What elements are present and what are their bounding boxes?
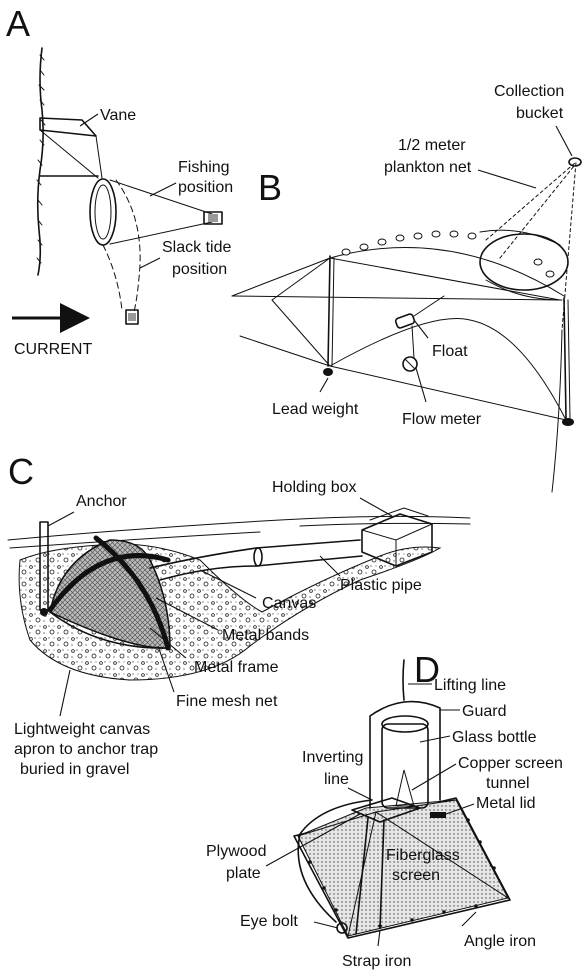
- label-slack-tide-1: Slack tide: [162, 239, 231, 256]
- label-inverting-line-1: Inverting: [302, 749, 363, 766]
- label-angle-iron: Angle iron: [464, 933, 536, 950]
- label-canvas: Canvas: [262, 595, 316, 612]
- lifting-line: [403, 660, 404, 700]
- label-copper-screen-2: tunnel: [486, 775, 530, 792]
- label-plywood-plate-2: plate: [226, 865, 261, 882]
- label-copper-screen-1: Copper screen: [458, 755, 563, 772]
- flow-meter-device: [403, 357, 417, 371]
- label-apron-1: Lightweight canvas: [14, 721, 150, 738]
- panel-letter-b: B: [258, 167, 282, 208]
- label-slack-tide-2: position: [172, 261, 227, 278]
- guard-frame: [370, 702, 440, 808]
- label-guard: Guard: [462, 703, 506, 720]
- label-eye-bolt: Eye bolt: [240, 913, 298, 930]
- label-fine-mesh-net: Fine mesh net: [176, 693, 278, 710]
- left-frame-pole: [328, 256, 330, 366]
- collection-bucket: [569, 158, 581, 166]
- panel-letter-c: C: [8, 451, 34, 492]
- label-glass-bottle: Glass bottle: [452, 729, 537, 746]
- label-inverting-line-2: line: [324, 771, 349, 788]
- panel-a: A Vane Fishing position Slack tide posit…: [6, 3, 233, 358]
- label-current: CURRENT: [14, 341, 92, 358]
- label-collection-bucket-2: bucket: [516, 105, 564, 122]
- plastic-pipe: [256, 540, 362, 566]
- fishing-net-ring: [90, 179, 116, 245]
- lead-weight-left: [323, 368, 333, 376]
- slack-tide-net: [103, 180, 140, 312]
- panel-b: B: [232, 83, 581, 492]
- label-fiberglass-2: screen: [392, 867, 440, 884]
- label-holding-box: Holding box: [272, 479, 357, 496]
- label-metal-lid: Metal lid: [476, 795, 536, 812]
- label-plankton-net-1: 1/2 meter: [398, 137, 466, 154]
- label-plastic-pipe: Plastic pipe: [340, 577, 422, 594]
- label-apron-3: buried in gravel: [20, 761, 129, 778]
- label-fishing-position-1: Fishing: [178, 159, 230, 176]
- right-frame-pole: [564, 298, 566, 418]
- label-anchor: Anchor: [76, 493, 127, 510]
- label-float: Float: [432, 343, 468, 360]
- label-metal-bands: Metal bands: [222, 627, 309, 644]
- label-collection-bucket-1: Collection: [494, 83, 564, 100]
- label-metal-frame: Metal frame: [194, 659, 279, 676]
- glass-bottle: [382, 724, 428, 808]
- label-lifting-line: Lifting line: [434, 677, 506, 694]
- water-surface: [8, 516, 470, 540]
- plankton-net-cone: [486, 162, 576, 330]
- label-fiberglass-1: Fiberglass: [386, 847, 460, 864]
- panel-letter-a: A: [6, 3, 30, 44]
- label-flow-meter: Flow meter: [402, 411, 482, 428]
- float-beads: [342, 231, 554, 277]
- label-vane: Vane: [100, 107, 136, 124]
- label-lead-weight: Lead weight: [272, 401, 359, 418]
- float-line: [330, 248, 564, 296]
- label-plywood-plate-1: Plywood: [206, 843, 266, 860]
- metal-lid: [430, 812, 446, 818]
- label-strap-iron: Strap iron: [342, 953, 411, 970]
- label-plankton-net-2: plankton net: [384, 159, 472, 176]
- panel-c: C Anchor Holding box Plastic pip: [8, 451, 470, 778]
- label-apron-2: apron to anchor trap: [14, 741, 158, 758]
- label-fishing-position-2: position: [178, 179, 233, 196]
